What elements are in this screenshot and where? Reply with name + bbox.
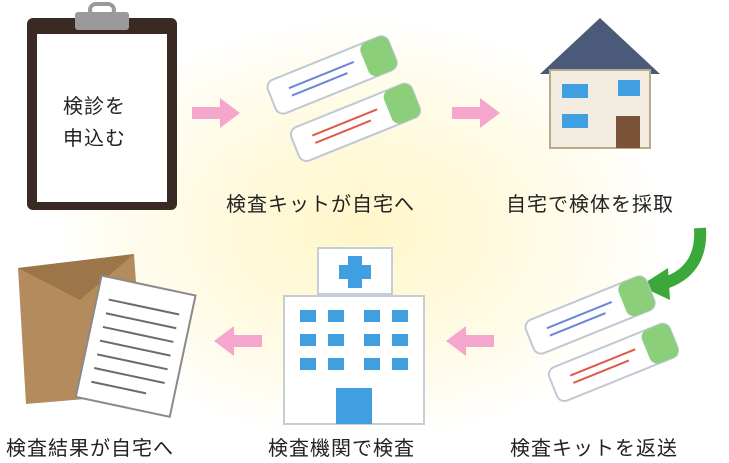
kit-home-label: 検査キットが自宅へ bbox=[226, 192, 415, 216]
apply-note-line1: 検診を bbox=[63, 94, 126, 118]
arrow-right-icon bbox=[192, 98, 240, 128]
hospital-icon bbox=[283, 247, 425, 425]
return-label: 検査キットを返送 bbox=[510, 436, 678, 460]
clipboard-icon bbox=[27, 2, 177, 210]
arrow-right-icon bbox=[452, 98, 500, 128]
result-label: 検査結果が自宅へ bbox=[6, 436, 174, 460]
apply-note-line2: 申込む bbox=[63, 126, 126, 150]
arrow-left-icon bbox=[446, 326, 494, 356]
test-kit-icon bbox=[524, 275, 680, 403]
envelope-document-icon bbox=[18, 254, 197, 418]
arrow-left-icon bbox=[214, 326, 262, 356]
house-icon bbox=[540, 18, 660, 149]
curved-arrow-icon bbox=[640, 227, 707, 300]
test-kit-icon bbox=[266, 35, 422, 163]
sample-label: 自宅で検体を採取 bbox=[506, 192, 674, 216]
lab-label: 検査機関で検査 bbox=[268, 436, 415, 460]
